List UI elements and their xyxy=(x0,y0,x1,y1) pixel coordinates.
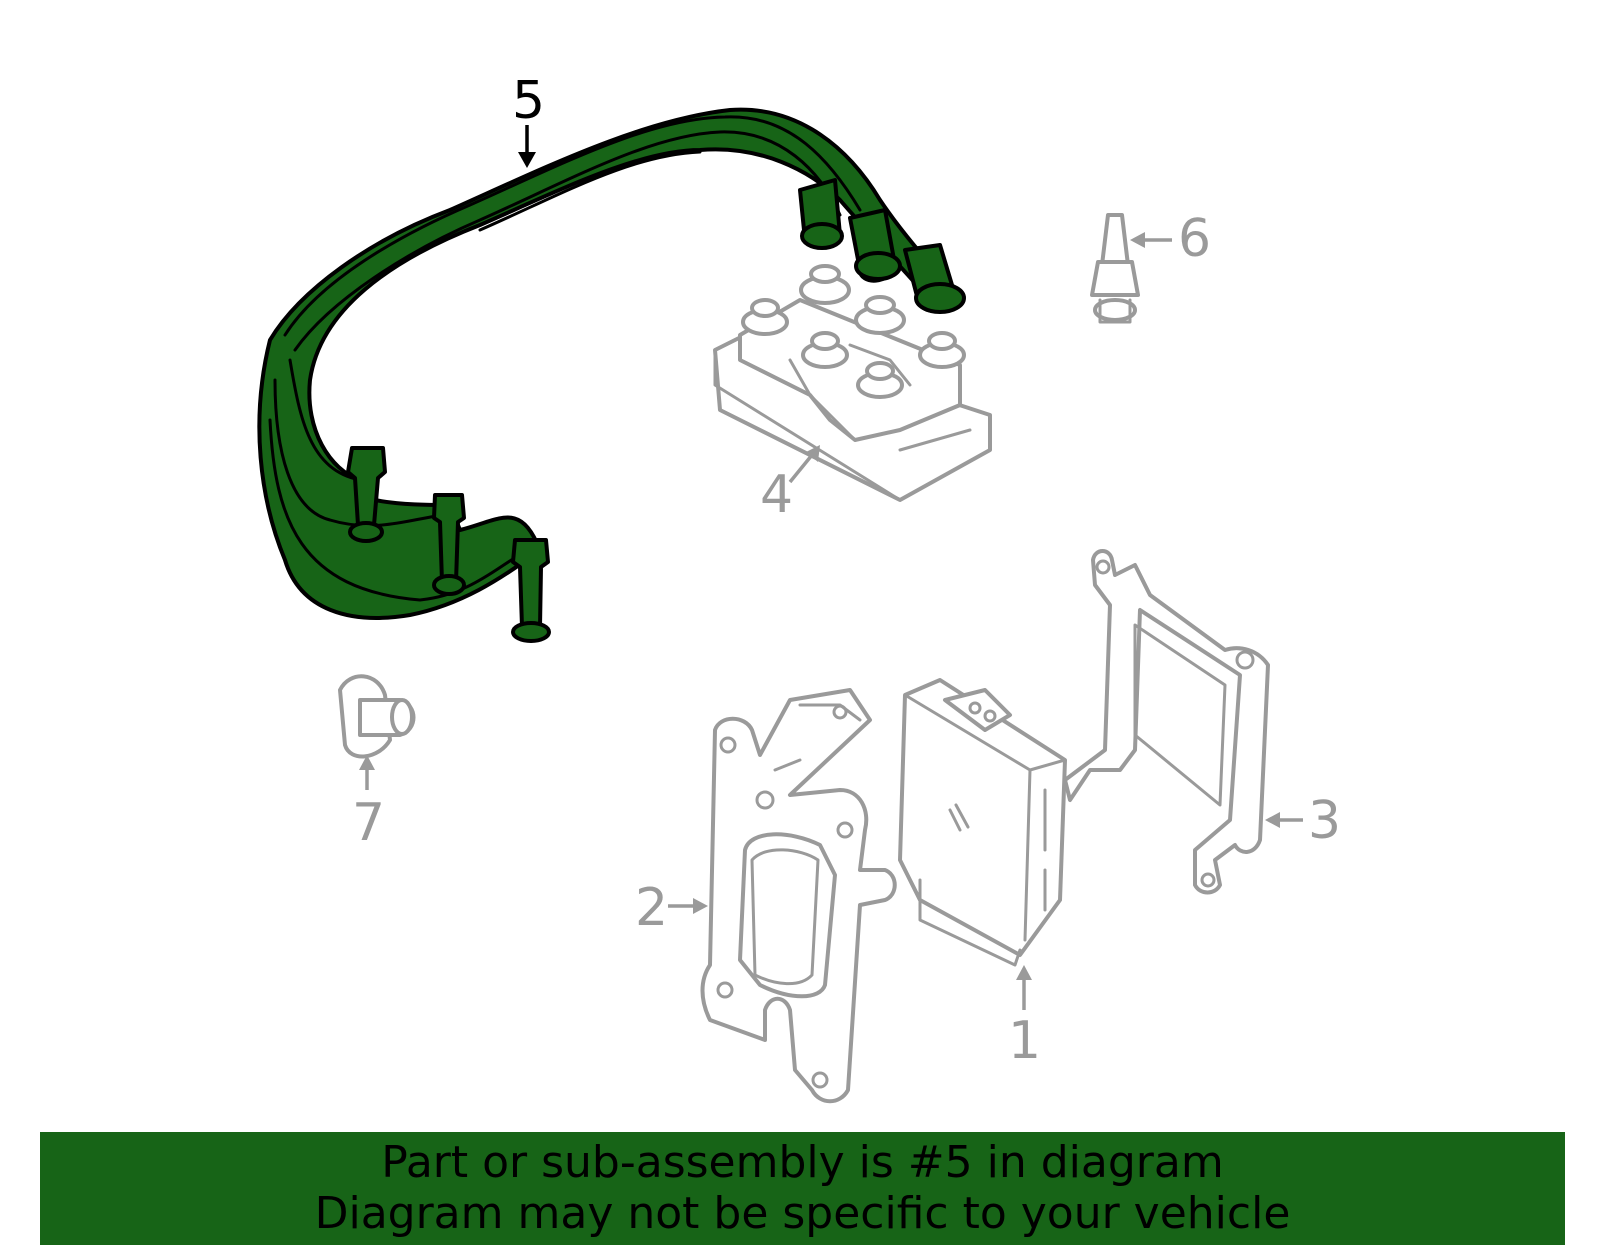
banner-line-1: Part or sub-assembly is #5 in diagram xyxy=(381,1137,1224,1188)
coil-tower xyxy=(856,361,904,399)
callout-3-arrowhead xyxy=(1265,812,1280,828)
part-3-rear-bracket[interactable]: 3 xyxy=(1063,549,1341,895)
callout-1-label: 1 xyxy=(1008,1011,1041,1071)
callout-2-arrowhead xyxy=(693,898,708,914)
callout-4-leader xyxy=(788,453,814,484)
part-6-spark-plug[interactable]: 6 xyxy=(1090,209,1211,324)
coil-tower xyxy=(801,331,849,369)
info-banner: Part or sub-assembly is #5 in diagram Di… xyxy=(40,1132,1565,1245)
callout-7-arrowhead xyxy=(359,755,375,770)
coil-tower xyxy=(799,264,851,305)
callout-6-arrowhead xyxy=(1130,232,1145,248)
callout-4-arrowhead xyxy=(806,445,820,462)
callout-5-label: 5 xyxy=(512,71,545,131)
part-4-ignition-coil[interactable]: 4 xyxy=(713,264,992,525)
callout-3-label: 3 xyxy=(1308,791,1341,851)
callout-5-arrowhead xyxy=(518,152,536,168)
coil-tower xyxy=(854,295,906,335)
part-5-spark-plug-wire-set[interactable]: 5 xyxy=(257,71,966,643)
part-2-mounting-bracket[interactable]: 2 xyxy=(635,688,897,1104)
banner-line-2: Diagram may not be specific to your vehi… xyxy=(314,1188,1291,1239)
coil-tower xyxy=(918,331,966,369)
callout-6-label: 6 xyxy=(1178,209,1211,269)
callout-2-label: 2 xyxy=(635,878,668,938)
callout-1-arrowhead xyxy=(1016,965,1032,980)
part-7-bolt[interactable]: 7 xyxy=(338,674,416,853)
callout-4-label: 4 xyxy=(760,465,793,525)
coil-tower xyxy=(741,298,789,336)
part-1-control-module[interactable]: 1 xyxy=(898,678,1067,1071)
callout-7-label: 7 xyxy=(352,793,385,853)
